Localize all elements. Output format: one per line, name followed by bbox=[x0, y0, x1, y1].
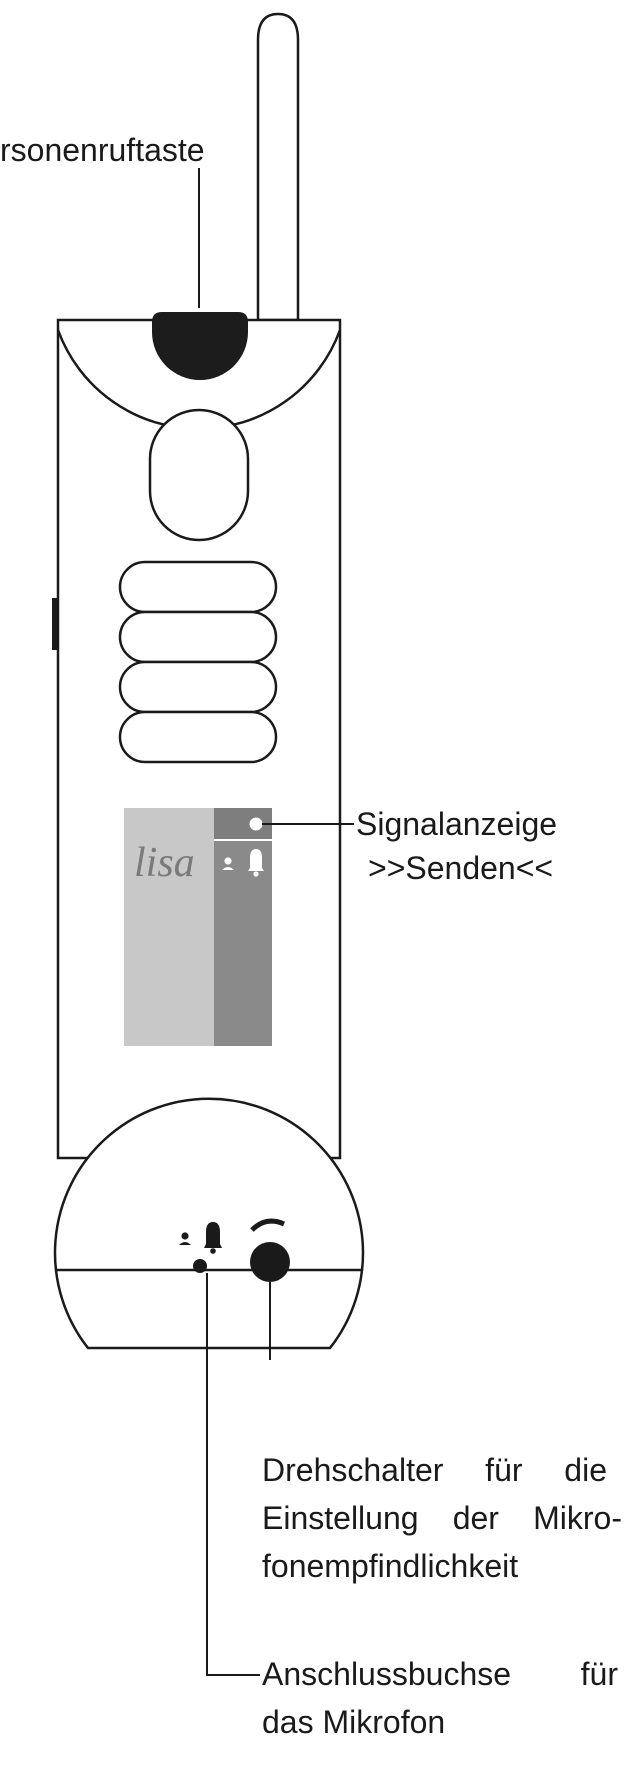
volume-arc-icon bbox=[250, 1218, 286, 1232]
person-icon bbox=[179, 1232, 191, 1245]
side-button bbox=[52, 598, 59, 650]
bell-icon bbox=[204, 1222, 222, 1254]
speaker-slot bbox=[118, 610, 278, 664]
speaker-slot bbox=[118, 560, 278, 614]
label-dial-line1: Drehschalter für die bbox=[262, 1452, 607, 1488]
label-call-button: rsonenruftaste bbox=[0, 132, 205, 168]
logo: lisa bbox=[134, 840, 195, 886]
person-icon bbox=[222, 857, 234, 870]
label-socket-line2: das Mikrofon bbox=[262, 1704, 446, 1740]
label-signal-line1: Signalanzeige bbox=[356, 806, 558, 842]
label-signal-line2: >>Senden<< bbox=[368, 850, 554, 886]
label-dial-line3: fonempfindlichkeit bbox=[262, 1548, 519, 1584]
label-dial-line2: Einstellung der Mikro- bbox=[262, 1500, 622, 1536]
rotary-dial bbox=[250, 1242, 290, 1282]
leader-socket bbox=[206, 1273, 260, 1676]
label-socket-line1: Anschlussbuchse für bbox=[262, 1656, 618, 1692]
signal-led bbox=[249, 817, 263, 831]
call-button bbox=[152, 312, 248, 380]
speaker-slot bbox=[118, 710, 278, 764]
bell-icon bbox=[248, 849, 264, 877]
oval-button bbox=[148, 408, 250, 542]
speaker-slot bbox=[118, 660, 278, 714]
front-panel-dark bbox=[214, 808, 272, 1046]
antenna bbox=[256, 12, 300, 322]
mic-socket bbox=[193, 1259, 207, 1273]
